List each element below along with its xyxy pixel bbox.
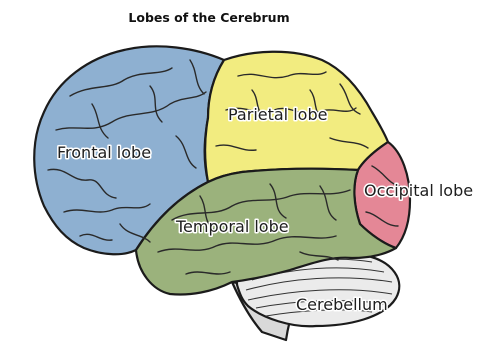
parietal-lobe-label: Parietal lobe xyxy=(228,105,327,124)
cerebellum-label: Cerebellum xyxy=(296,295,388,314)
occipital-lobe-label: Occipital lobe xyxy=(364,181,473,200)
frontal-lobe-label: Frontal lobe xyxy=(57,143,151,162)
temporal-lobe-label: Temporal lobe xyxy=(175,217,289,236)
diagram-title: Lobes of the Cerebrum xyxy=(128,10,289,25)
